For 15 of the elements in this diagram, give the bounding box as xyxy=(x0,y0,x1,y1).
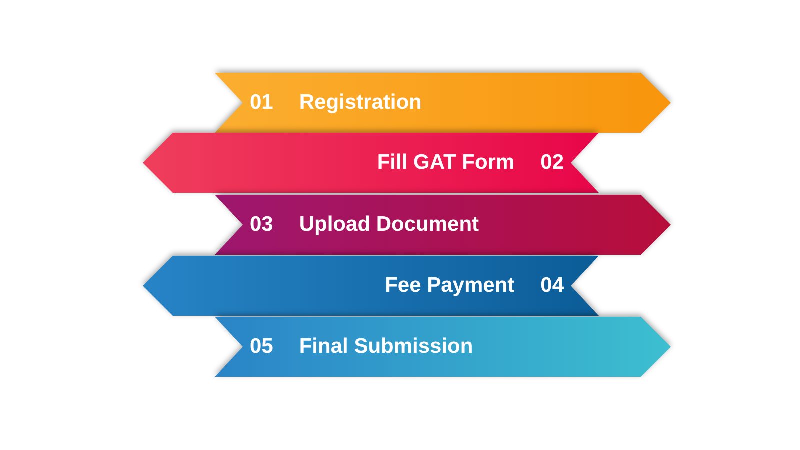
right-arrow-banner xyxy=(215,195,671,255)
step-label: Upload Document xyxy=(299,213,480,237)
step-label: Fee Payment xyxy=(385,274,515,298)
left-arrow-banner xyxy=(143,256,599,316)
step-label: Final Submission xyxy=(299,335,474,359)
step-label: Registration xyxy=(299,91,422,115)
left-arrow-banner xyxy=(143,133,599,193)
step-number: 04 xyxy=(540,274,564,298)
step-number: 03 xyxy=(250,213,274,237)
step-label: Fill GAT Form xyxy=(377,151,515,175)
right-arrow-banner xyxy=(215,317,671,377)
step-number: 02 xyxy=(540,151,564,175)
right-arrow-banner xyxy=(215,73,671,133)
step-number: 05 xyxy=(250,335,274,359)
step-number: 01 xyxy=(250,91,274,115)
